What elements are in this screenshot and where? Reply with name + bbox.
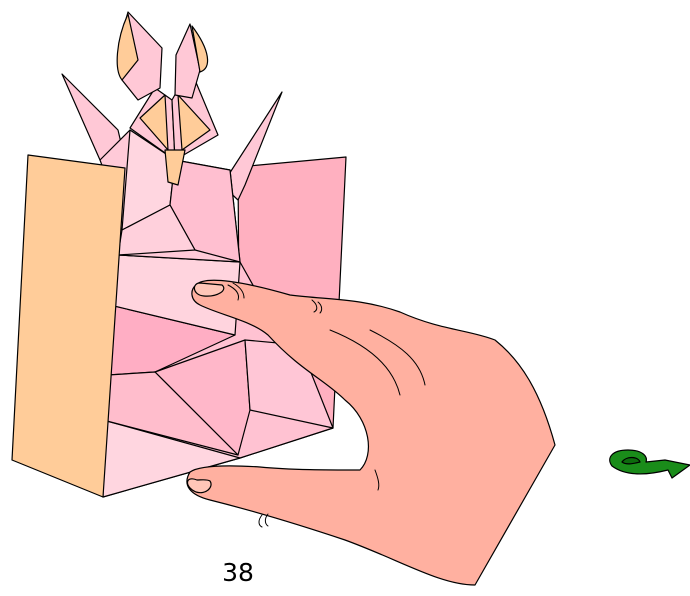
turn-over-arrow-icon bbox=[610, 450, 690, 478]
step-number: 38 bbox=[208, 558, 268, 587]
knuckle-crease-5 bbox=[259, 515, 262, 527]
